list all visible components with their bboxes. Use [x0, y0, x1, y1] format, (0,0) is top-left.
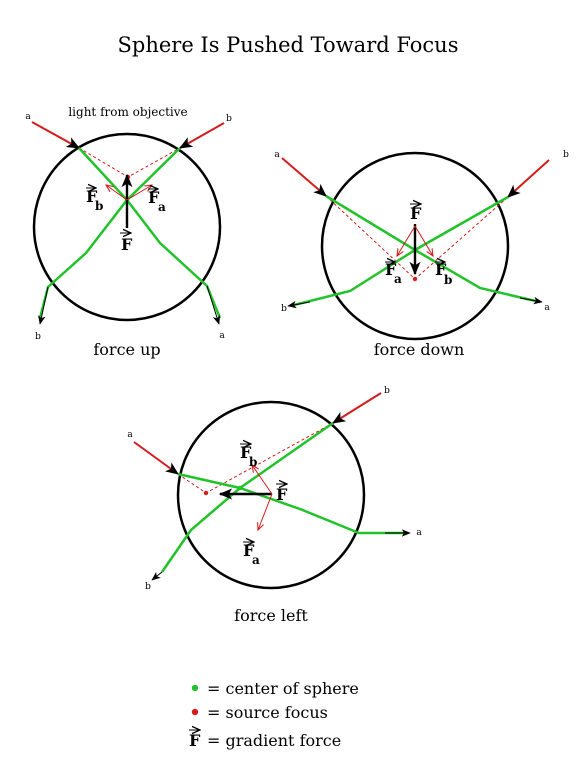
exit-arrow-a — [519, 296, 543, 305]
legend-focus-dot — [191, 708, 199, 716]
ray-label-b-out: b — [35, 332, 41, 342]
svg-text:a: a — [252, 553, 260, 567]
label-f-a: F a — [148, 188, 166, 214]
force-arrow-a — [126, 185, 152, 201]
caption-force-down: force down — [374, 340, 465, 359]
ray-label-a-out: a — [544, 303, 550, 313]
legend-force-text: = gradient force — [207, 731, 341, 750]
svg-text:F: F — [189, 731, 201, 750]
caption-force-up: force up — [93, 340, 160, 359]
panel-force-down: a b a b F F a F b force down — [274, 150, 569, 359]
svg-text:F: F — [121, 235, 133, 254]
incident-ray-a — [281, 157, 327, 197]
page-title: Sphere Is Pushed Toward Focus — [118, 33, 459, 57]
svg-text:F: F — [240, 443, 252, 462]
exit-arrow-b — [287, 300, 311, 309]
green-ray-b — [289, 195, 509, 308]
caption-force-left: force left — [234, 606, 308, 625]
source-focus-dot — [412, 276, 418, 282]
label-f-b: F b — [435, 260, 452, 287]
incident-ray-b — [179, 122, 225, 149]
svg-text:b: b — [444, 273, 452, 287]
sphere-outline — [320, 151, 510, 341]
exit-arrow-b — [151, 571, 163, 581]
label-f-b: F b — [240, 443, 257, 469]
green-ray-a — [325, 194, 541, 304]
legend-center-text: = center of sphere — [207, 679, 359, 698]
legend-focus-text: = source focus — [207, 703, 328, 722]
sphere-center-dot — [237, 485, 243, 491]
label-f-main: F — [410, 204, 422, 223]
label-f-a: F a — [385, 260, 402, 286]
legend-force-symbol: F — [189, 730, 201, 750]
force-arrow-a — [258, 493, 273, 530]
green-ray-b — [160, 421, 334, 573]
force-arrow-b — [106, 185, 128, 201]
svg-text:F: F — [410, 204, 422, 223]
svg-text:b: b — [95, 199, 103, 213]
legend-center-dot — [191, 684, 199, 692]
light-from-objective-label: light from objective — [68, 105, 187, 119]
svg-text:F: F — [276, 485, 288, 504]
force-arrow-a — [397, 225, 416, 256]
force-arrow-b — [414, 225, 433, 256]
ray-label-a-in: a — [25, 112, 31, 122]
svg-text:F: F — [385, 260, 397, 279]
panel-force-left: a b a b F b F F a force left — [127, 386, 422, 625]
ray-label-b-out: b — [145, 582, 151, 592]
legend: = center of sphere = source focus F = gr… — [189, 679, 359, 750]
incident-ray-b — [507, 159, 550, 198]
svg-text:F: F — [86, 187, 98, 206]
svg-text:a: a — [158, 200, 166, 214]
ray-label-a-out: a — [416, 528, 422, 538]
ray-label-b-in: b — [563, 150, 569, 160]
panel-force-up: light from objective a b a b F b F — [25, 105, 232, 359]
ray-label-a-in: a — [127, 430, 133, 440]
exit-arrow-a — [206, 285, 221, 325]
svg-text:F: F — [243, 541, 255, 560]
ray-label-a-in: a — [274, 150, 280, 160]
source-focus-dot — [203, 490, 209, 496]
label-f-b: F b — [86, 187, 103, 213]
svg-text:F: F — [148, 188, 160, 207]
svg-text:b: b — [249, 455, 257, 469]
incident-ray-a — [133, 441, 179, 475]
label-f-main: F — [276, 484, 288, 504]
sphere-outline — [176, 400, 366, 590]
green-ray-a — [177, 472, 405, 535]
ray-label-b-in: b — [226, 114, 232, 124]
incident-ray-a — [31, 121, 80, 149]
incident-ray-b — [332, 392, 382, 424]
label-f-main: F — [120, 233, 133, 254]
ray-label-b-out: b — [281, 304, 287, 314]
ray-label-a-out: a — [219, 331, 225, 341]
label-f-a: F a — [243, 541, 260, 567]
exit-arrow-b — [38, 286, 49, 325]
force-arrow-b — [252, 465, 273, 495]
sphere-outline — [32, 132, 222, 322]
svg-text:F: F — [435, 260, 447, 279]
green-ray-a — [78, 147, 222, 319]
ray-label-b-in: b — [384, 386, 390, 396]
svg-text:a: a — [394, 272, 402, 286]
